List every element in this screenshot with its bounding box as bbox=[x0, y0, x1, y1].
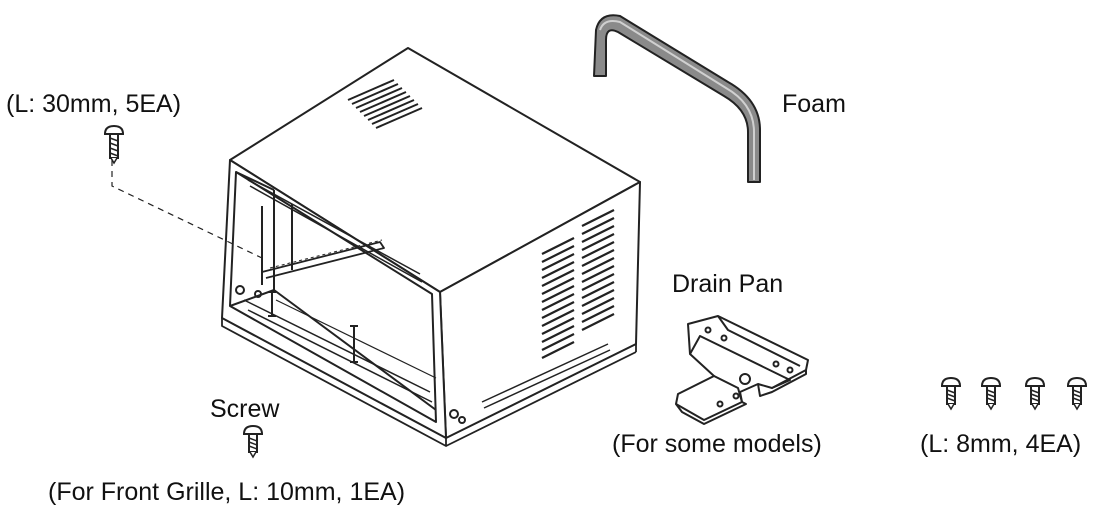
screw-icon bbox=[1066, 377, 1088, 410]
cabinet-drawing bbox=[221, 47, 641, 447]
assembly-guide-line bbox=[111, 160, 263, 259]
screw-icon bbox=[242, 425, 264, 458]
foam-label: Foam bbox=[782, 90, 846, 118]
screw-icon bbox=[103, 125, 125, 164]
screw-label: Screw bbox=[210, 395, 280, 423]
long-screw-label: (L: 30mm, 5EA) bbox=[6, 90, 182, 118]
screw-icon bbox=[980, 377, 1002, 410]
drain-pan-drawing bbox=[675, 315, 809, 425]
side-vents bbox=[541, 209, 615, 359]
foam-strip-drawing bbox=[593, 14, 761, 183]
drain-pan-label: Drain Pan bbox=[672, 270, 784, 298]
front-grille-screw-label: (For Front Grille, L: 10mm, 1EA) bbox=[48, 478, 406, 506]
short-screws-label: (L: 8mm, 4EA) bbox=[920, 430, 1082, 458]
screw-icon bbox=[1024, 377, 1046, 410]
screw-icon bbox=[940, 377, 962, 410]
top-vent bbox=[347, 79, 423, 129]
drain-pan-note: (For some models) bbox=[612, 430, 822, 458]
